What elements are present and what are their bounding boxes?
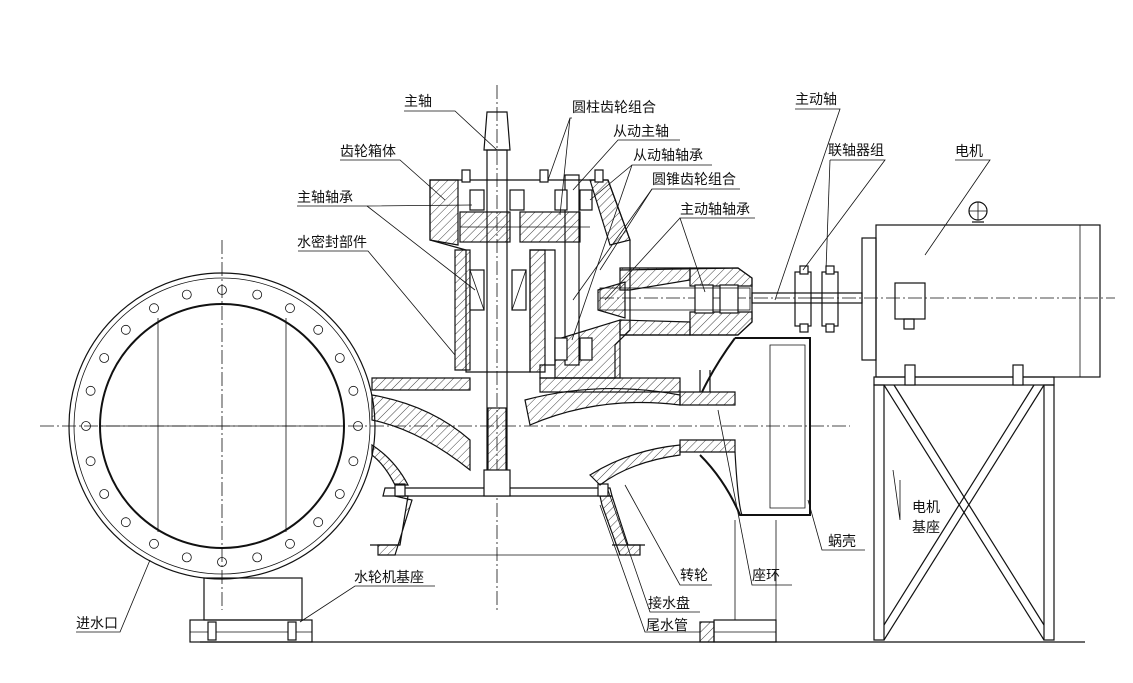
label-main-shaft: 主轴 bbox=[404, 94, 432, 110]
label-stay-ring: 座环 bbox=[752, 568, 780, 584]
bolt-hole bbox=[334, 353, 345, 363]
bolt-hole bbox=[181, 552, 192, 563]
bolt-hole bbox=[120, 517, 131, 528]
label-coupling-group: 联轴器组 bbox=[828, 143, 884, 159]
label-turbine-base: 水轮机基座 bbox=[354, 569, 424, 586]
turbine-base-structure bbox=[189, 520, 1085, 643]
bolt-hole bbox=[85, 456, 96, 467]
label-driven-shaft-bearing: 从动轴轴承 bbox=[633, 148, 703, 164]
bolt-hole bbox=[313, 517, 324, 528]
main-shaft bbox=[483, 111, 511, 497]
gearbox-body bbox=[429, 169, 631, 379]
bolt-hole bbox=[149, 538, 159, 549]
label-spur-gear-assembly: 圆柱齿轮组合 bbox=[572, 100, 656, 116]
drive-shaft-housing bbox=[597, 267, 863, 336]
bolt-hole bbox=[348, 456, 359, 467]
label-drive-shaft-bearing: 主动轴轴承 bbox=[680, 202, 750, 218]
label-water-seal-parts: 水密封部件 bbox=[297, 234, 367, 251]
label-water-tray: 接水盘 bbox=[648, 595, 690, 612]
label-motor-base-line2: 基座 bbox=[912, 519, 940, 536]
runner-and-casing bbox=[371, 337, 811, 516]
bolt-hole bbox=[348, 385, 359, 396]
label-drive-shaft: 主动轴 bbox=[795, 92, 837, 108]
bolt-hole bbox=[99, 353, 110, 363]
bolt-hole bbox=[120, 324, 131, 335]
flange-bolt-holes bbox=[81, 285, 363, 567]
label-main-shaft-bearing: 主轴轴承 bbox=[297, 190, 353, 206]
label-water-inlet: 进水口 bbox=[76, 616, 118, 632]
leader-lines bbox=[76, 108, 991, 633]
label-volute: 蜗壳 bbox=[828, 533, 856, 550]
label-motor: 电机 bbox=[955, 144, 983, 160]
bolt-hole bbox=[285, 303, 295, 314]
label-motor-base-line1: 电机 bbox=[912, 500, 940, 516]
motor-base bbox=[873, 364, 1055, 641]
label-driven-main-shaft: 从动主轴 bbox=[613, 124, 669, 140]
label-draft-tube: 尾水管 bbox=[646, 618, 688, 634]
bolt-hole bbox=[334, 489, 345, 499]
coupling bbox=[794, 265, 839, 333]
bolt-hole bbox=[149, 303, 159, 314]
label-gearbox-body: 齿轮箱体 bbox=[340, 144, 396, 160]
bolt-hole bbox=[181, 289, 192, 300]
bolt-hole bbox=[252, 289, 263, 300]
motor bbox=[861, 201, 1101, 378]
bolt-hole bbox=[313, 324, 324, 335]
label-runner: 转轮 bbox=[680, 568, 708, 584]
bolt-hole bbox=[252, 552, 263, 563]
bolt-hole bbox=[85, 385, 96, 396]
label-bevel-gear-assembly: 圆锥齿轮组合 bbox=[652, 172, 736, 188]
bolt-hole bbox=[99, 489, 110, 499]
bolt-hole bbox=[285, 538, 295, 549]
